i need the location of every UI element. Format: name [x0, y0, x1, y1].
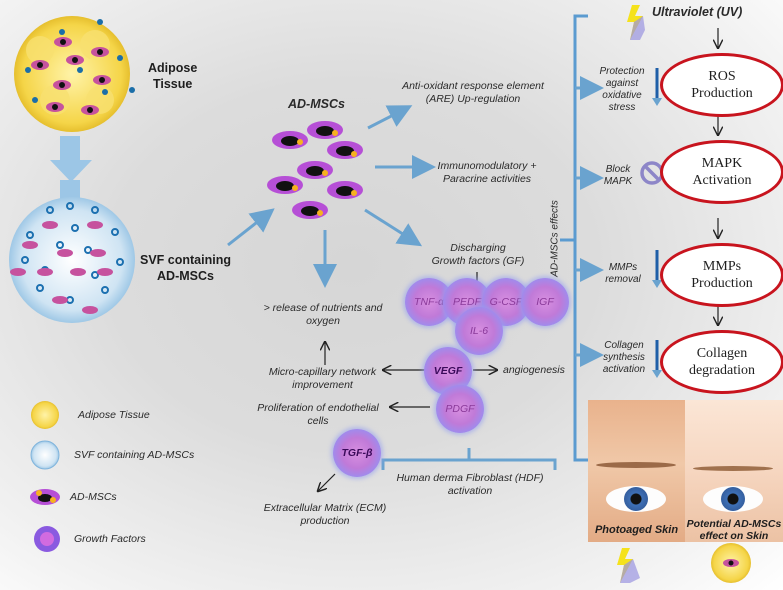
angiogenesis-label: angiogenesis: [503, 364, 565, 376]
arrow-svf-to-mscs: [227, 208, 275, 247]
uv-label: Ultraviolet (UV): [652, 5, 743, 19]
block-icon: [640, 161, 664, 185]
lightning-icon-bottom: [617, 548, 640, 583]
legend-icons: [30, 401, 60, 552]
effects-label: AD-MSCs effects: [549, 200, 561, 277]
photoaged-skin-label: Photoaged Skin: [594, 524, 679, 536]
gf-tgf: TGF-β: [333, 429, 381, 477]
hdf-bracket: [381, 448, 557, 470]
gf-il6: IL-6: [455, 307, 503, 355]
hdf-label: Human derma Fibroblast (HDF)activation: [396, 472, 544, 497]
lightning-icon: [627, 5, 645, 40]
arrow-to-gf: [364, 208, 423, 247]
photoaged-skin-image: Photoaged Skin: [588, 400, 685, 542]
ad-mscs-title: AD-MSCs: [288, 97, 345, 111]
process-arrow-down: [50, 136, 92, 202]
effects-bracket: [560, 14, 588, 462]
adipose-tissue-illustration: [14, 16, 135, 132]
legend-item-svf: SVF containing AD-MSCs: [74, 449, 195, 461]
ecm-label: Extracellular Matrix (ECM)production: [263, 502, 387, 527]
legend-item-adipose: Adipose Tissue: [78, 409, 150, 421]
gf-pdgf: PDGF: [436, 385, 484, 433]
immuno-label: Immunomodulatory +Paracrine activities: [437, 160, 537, 185]
are-label: Anti-oxidant response element(ARE) Up-re…: [402, 80, 544, 105]
decrease-arrows: [652, 68, 662, 378]
ad-mscs-cluster: [267, 121, 363, 219]
gf-igf: IGF: [521, 278, 569, 326]
legend-item-ad-mscs: AD-MSCs: [70, 491, 117, 503]
arrow-to-are: [367, 105, 413, 130]
legend-item-growth-factors: Growth Factors: [74, 533, 146, 545]
adipose-mini-icon: [711, 543, 751, 583]
svf-illustration: [9, 197, 135, 323]
